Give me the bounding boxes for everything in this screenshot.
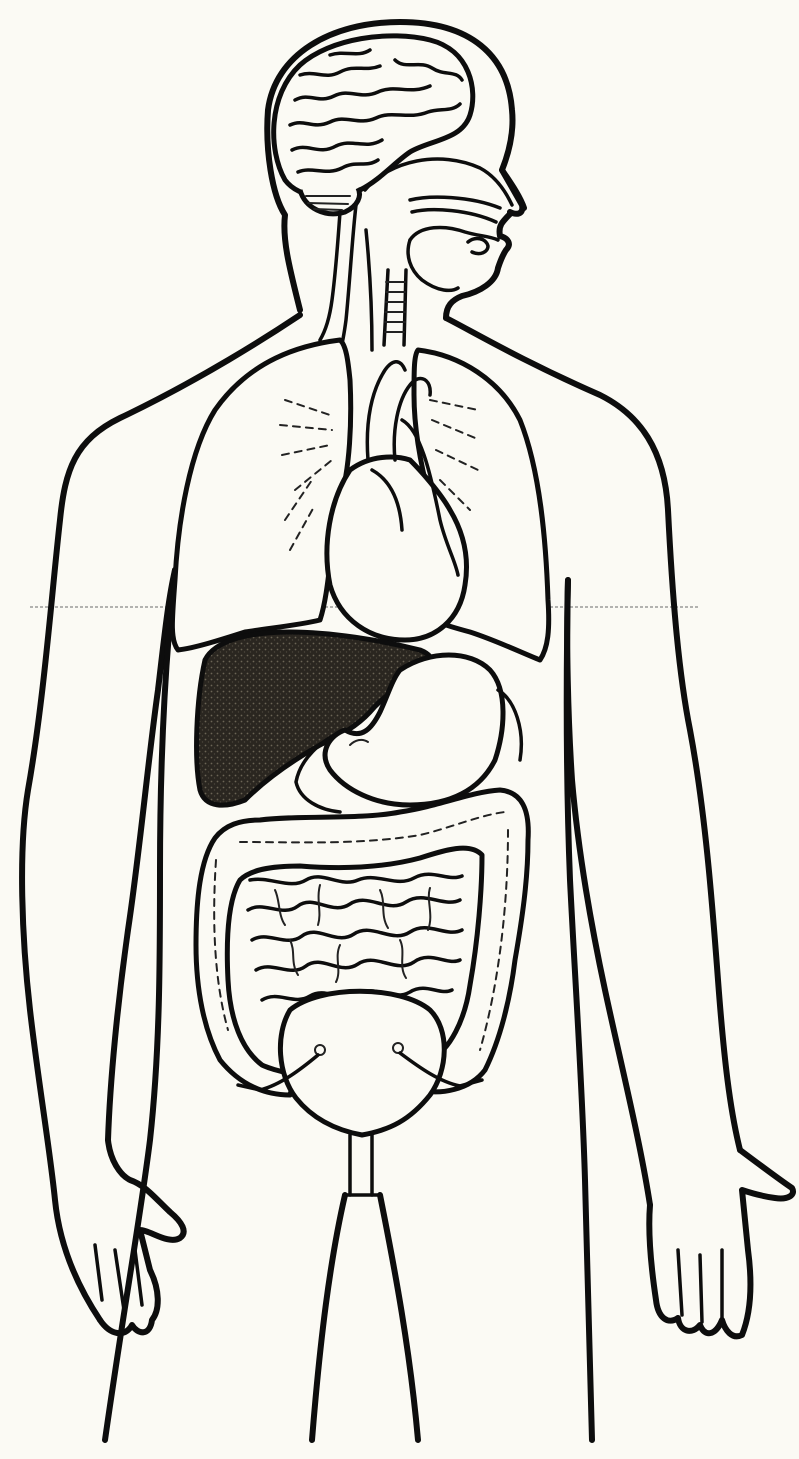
urethra <box>344 1135 378 1195</box>
bladder <box>238 991 482 1135</box>
mouth <box>408 227 498 290</box>
spinal-cord <box>320 205 356 352</box>
esophagus <box>366 230 372 350</box>
brain <box>274 36 473 214</box>
right-lung <box>172 340 350 650</box>
trachea <box>384 270 406 345</box>
small-intestine <box>248 874 462 1000</box>
